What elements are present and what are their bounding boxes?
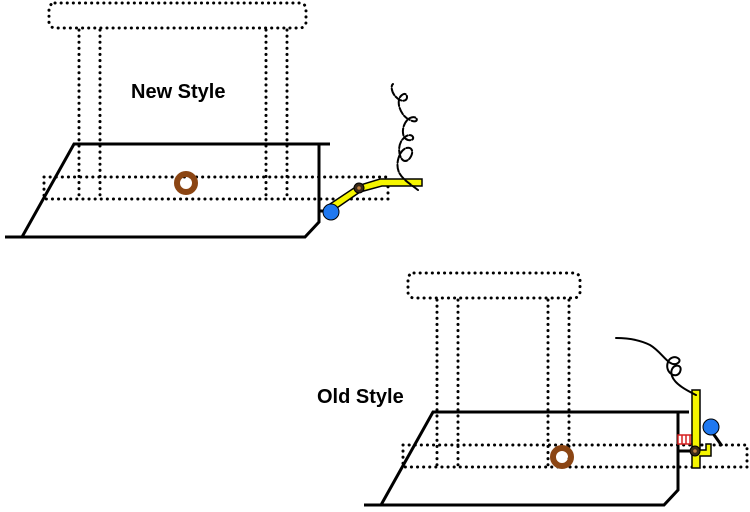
new-style-lever-arm xyxy=(328,178,423,212)
new-style-blue-ball xyxy=(322,203,340,221)
new-style-assembly: New Style xyxy=(5,1,423,239)
new-style-nut xyxy=(174,171,198,195)
old-style-top-cap xyxy=(406,271,582,300)
old-style-assembly: Old Style xyxy=(317,271,749,507)
old-style-pivot-bolt-center xyxy=(693,449,697,453)
old-style-nut xyxy=(550,445,574,469)
old-style-nut-center xyxy=(558,453,566,461)
new-style-wire xyxy=(390,83,419,191)
new-style-base-rail xyxy=(42,175,390,201)
old-style-blue-ball xyxy=(702,418,720,436)
old-style-base-rail xyxy=(401,443,749,469)
old-style-wire xyxy=(615,337,697,396)
old-style-label: Old Style xyxy=(317,386,404,408)
new-style-housing xyxy=(5,142,330,239)
new-style-label: New Style xyxy=(131,81,225,103)
new-style-pivot-bolt-center xyxy=(357,186,361,190)
old-style-housing xyxy=(364,410,689,507)
new-style-top-cap xyxy=(47,1,308,30)
new-style-nut-center xyxy=(182,179,190,187)
